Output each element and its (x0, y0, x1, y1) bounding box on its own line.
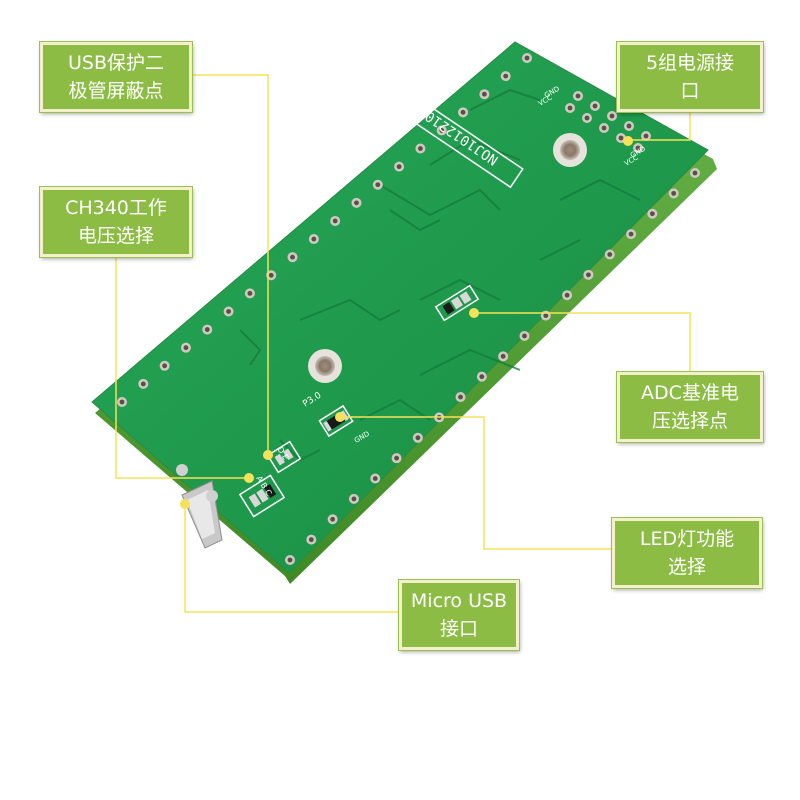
callout-text: 压选择点 (651, 410, 728, 432)
pin-hole-center (372, 476, 378, 481)
pin-hole-center (671, 190, 677, 196)
pin-hole-center (567, 105, 573, 111)
pin-hole-center (592, 103, 598, 109)
pin-hole-center (628, 231, 634, 237)
pin-hole-center (375, 182, 381, 188)
pin-hole-center (290, 254, 295, 260)
callout-adc-reference: ADC基准电 压选择点 (616, 371, 764, 443)
pin-hole-center (439, 128, 445, 133)
pin-hole-center (311, 236, 317, 242)
pin-hole-center (460, 109, 466, 115)
pin-hole-center (247, 290, 253, 296)
callout-power-header: 5组电源接 口 (616, 41, 764, 113)
pin-hole-center (396, 164, 402, 170)
pin-hole-center (609, 113, 615, 119)
callout-text: 选择 (667, 556, 706, 578)
pin-hole-center (575, 93, 581, 99)
pin-hole-center (564, 292, 570, 298)
micro-usb-connector (176, 464, 223, 549)
pin-hole-center (140, 381, 146, 387)
pin-hole-center (394, 455, 399, 461)
pin-hole-center (618, 135, 624, 141)
callout-ch340-voltage: CH340工作 电压选择 (39, 186, 193, 258)
callout-usb-protect-diode: USB保护二 极管屏蔽点 (39, 41, 193, 113)
usb-protect-jumper (266, 440, 302, 474)
pin-hole-center (500, 353, 506, 359)
pin-hole-center (543, 313, 549, 318)
pin-hole-center (635, 145, 641, 151)
pin-hole-center (643, 133, 649, 139)
leader-lines (115, 74, 691, 613)
pin-hole-center (183, 345, 189, 351)
pin-hole-center (458, 394, 463, 400)
pin-hole-center (607, 252, 613, 257)
pin-hole-center (332, 218, 338, 224)
callout-micro-usb: Micro USB 接口 (398, 579, 520, 651)
callout-text: 电压选择 (77, 225, 154, 247)
pin-hole-center (308, 537, 314, 543)
pin-hole-center (268, 272, 274, 278)
callout-text: USB保护二 (67, 52, 164, 74)
pin-hole-center (330, 516, 336, 522)
callout-text: LED灯功能 (639, 528, 735, 550)
pin-hole-center (601, 125, 607, 131)
pin-hole-center (524, 55, 530, 61)
pin-hole-center (584, 115, 590, 121)
pcb-board (91, 41, 709, 574)
pin-hole-center (626, 123, 632, 129)
callout-text: 极管屏蔽点 (68, 80, 164, 102)
power-header-pins (565, 91, 651, 153)
pin-hole-center (503, 73, 509, 79)
callout-text: 5组电源接 (645, 52, 735, 74)
header-pins-right (285, 168, 700, 565)
pcb-traces (239, 88, 641, 462)
callout-text: Micro USB (410, 590, 508, 612)
pin-hole-center (418, 146, 423, 151)
pin-hole-center (649, 211, 655, 217)
ch340-jumper (238, 474, 286, 518)
pin-hole-center (287, 557, 293, 563)
pin-hole-center (226, 309, 231, 314)
pin-hole-center (522, 333, 527, 339)
pin-hole-center (415, 435, 421, 441)
callout-text: 口 (680, 80, 700, 102)
callout-text: 接口 (439, 618, 478, 640)
pin-hole-center (204, 327, 210, 332)
callout-led-function: LED灯功能 选择 (611, 517, 763, 589)
pin-hole-center (162, 363, 168, 369)
pin-hole-center (481, 91, 487, 97)
pin-hole-center (692, 170, 698, 176)
pin-hole-center (586, 272, 591, 278)
adc-jumper (434, 284, 480, 322)
pin-hole-center (354, 200, 359, 206)
pin-hole-center (119, 399, 125, 405)
pin-hole-center (479, 374, 485, 380)
callout-text: ADC基准电 (641, 382, 739, 404)
callout-text: CH340工作 (65, 197, 167, 219)
pin-hole-center (351, 496, 357, 502)
